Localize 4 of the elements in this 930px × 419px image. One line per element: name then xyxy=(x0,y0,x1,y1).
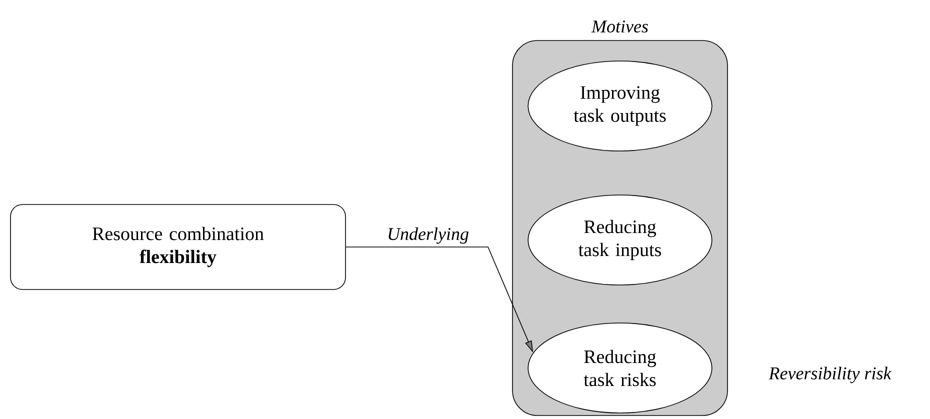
edge-label: Underlying xyxy=(388,227,468,244)
node-label: Motives xyxy=(591,20,648,33)
risk-label: Reversibility risk xyxy=(768,366,892,384)
process-box: Resource combination flexibility xyxy=(10,204,346,290)
